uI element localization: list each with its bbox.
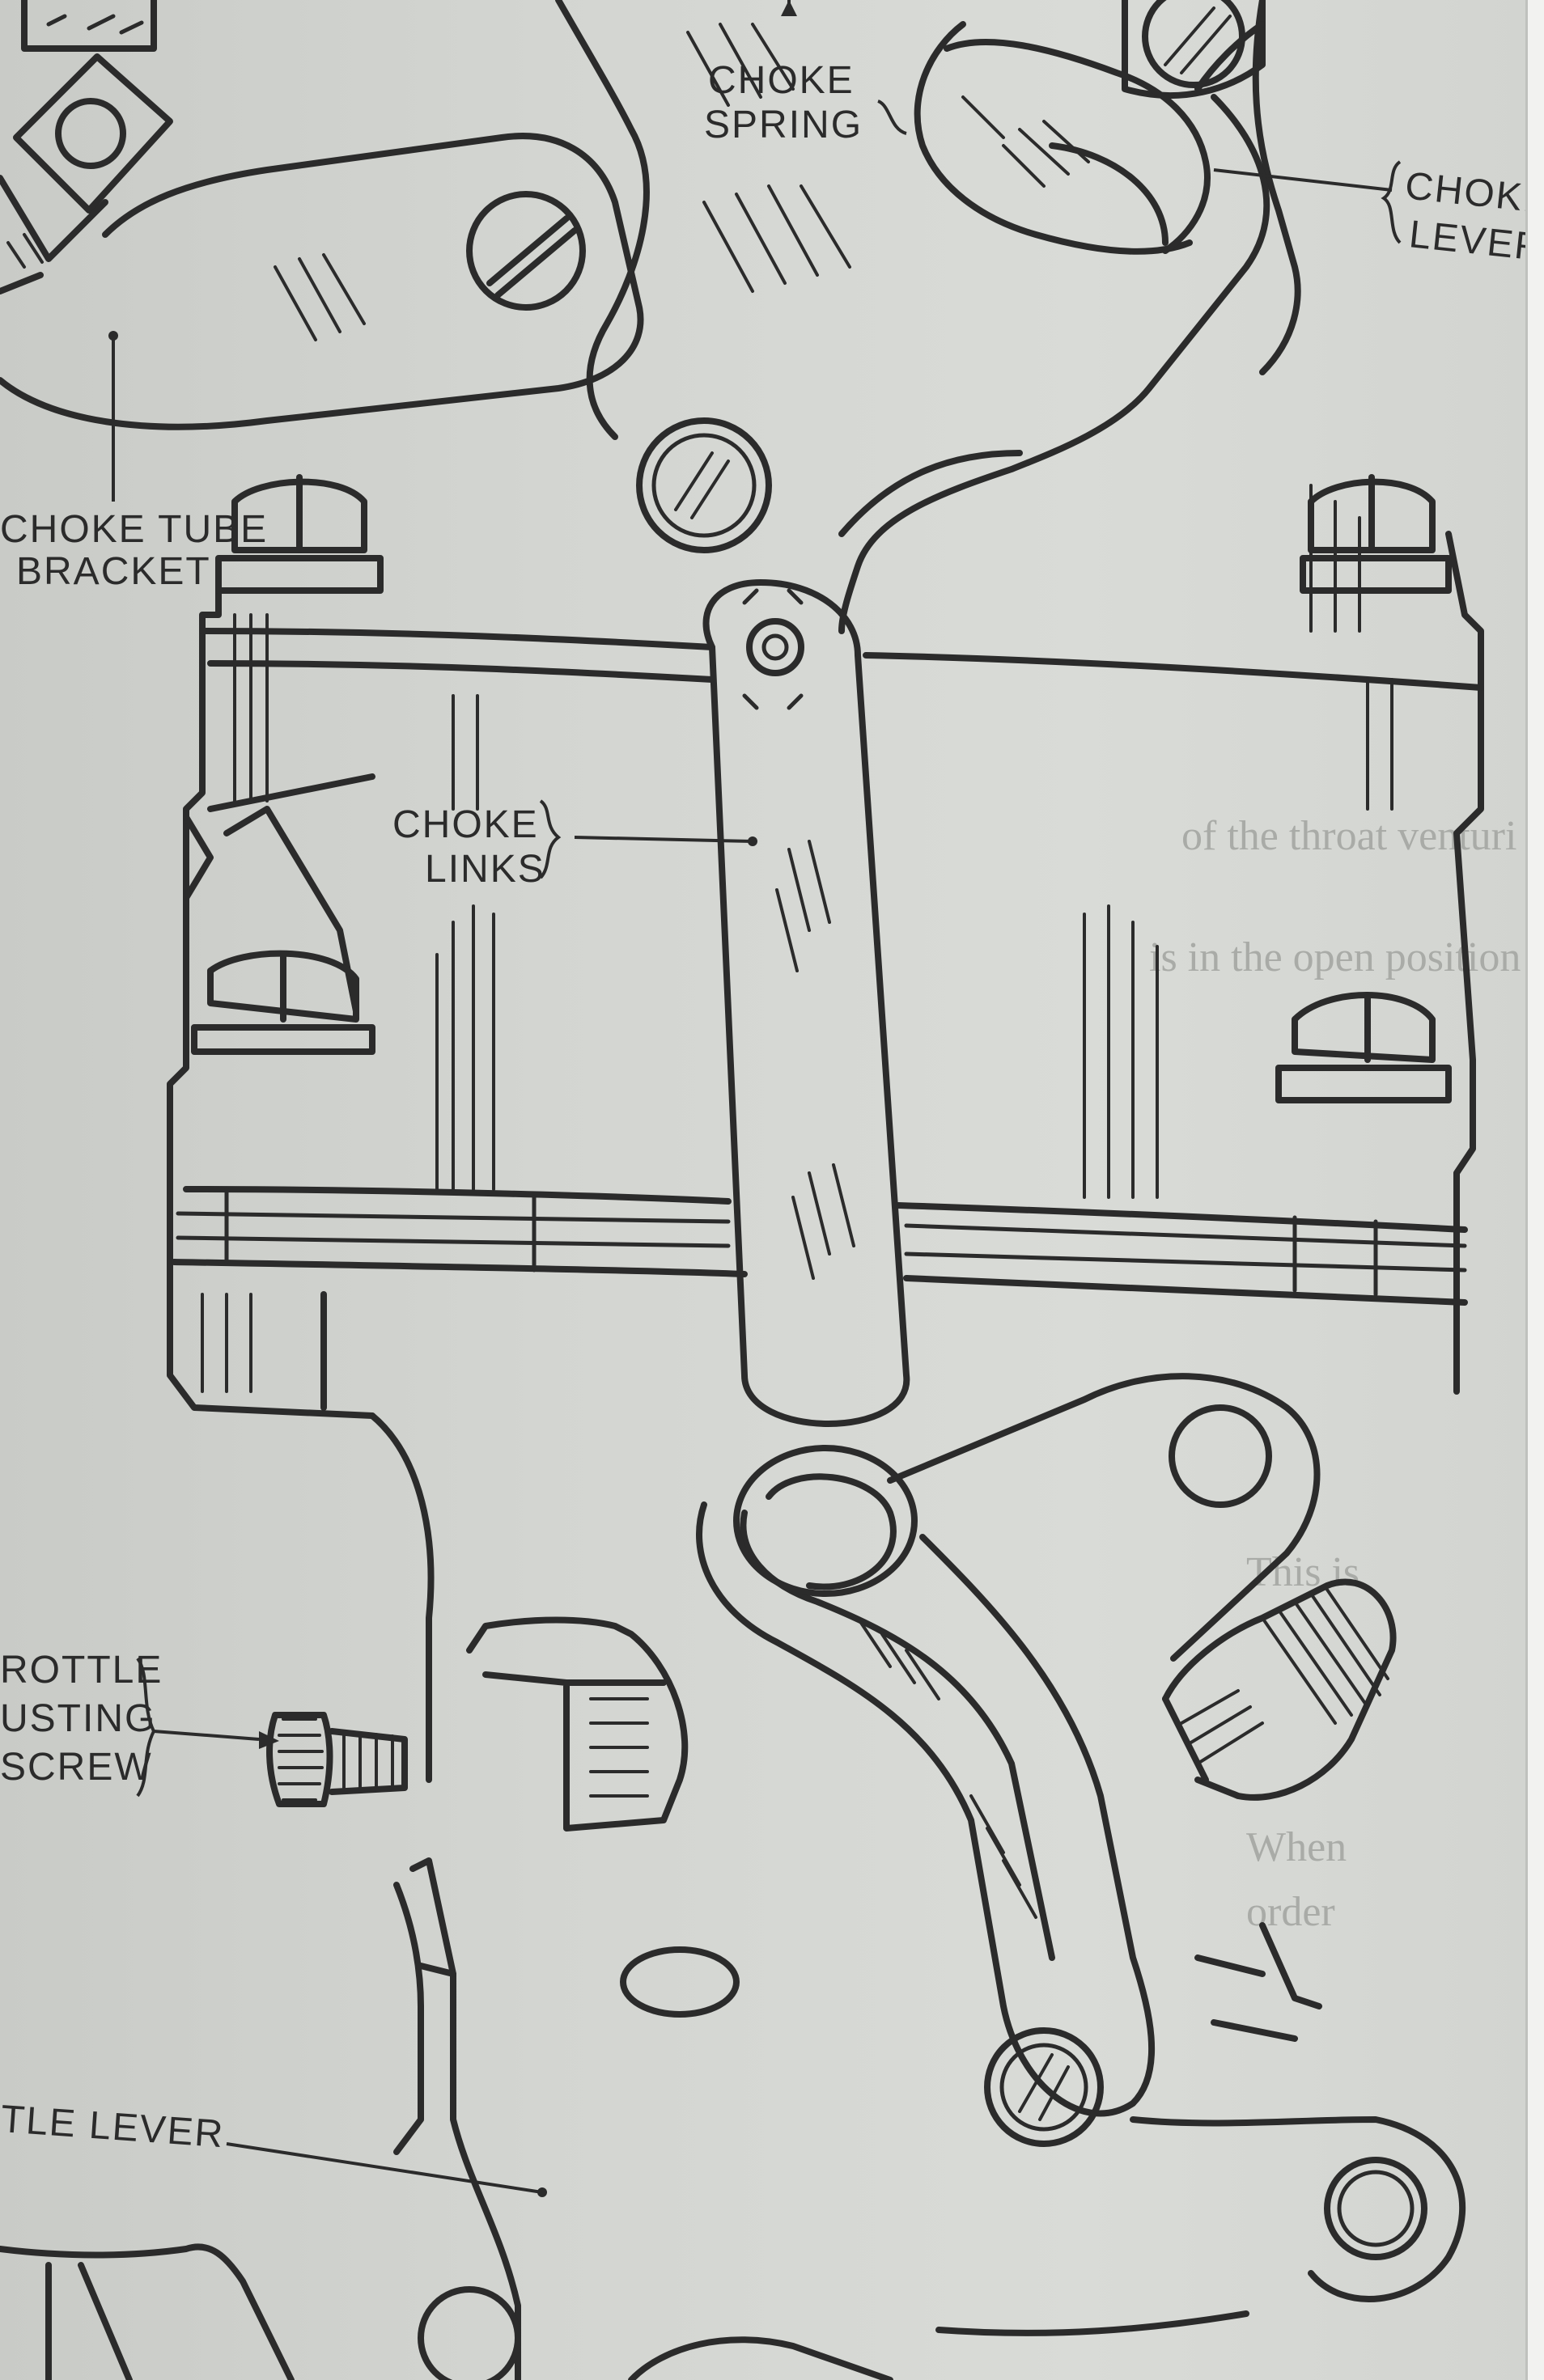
choke-housing	[555, 0, 1301, 553]
choke-lever-part	[838, 21, 1393, 634]
throttle-adjusting-screw-label-line3: SCREW	[0, 1746, 153, 1789]
choke-links-label-line2: LINKS	[425, 848, 545, 891]
choke-lever-label-line2: LEVER	[1407, 213, 1544, 269]
page-edge	[1525, 0, 1544, 2380]
throttle-adjusting-screw-label-line1: ROTTLE	[0, 1649, 163, 1692]
bleed-through-text: of the throat venturi is in the open pos…	[1149, 813, 1521, 1935]
throttle-lever-label: TLE LEVER	[0, 2098, 226, 2156]
choke-links-label-line1: CHOKE	[392, 803, 539, 846]
choke-tube-bracket-part	[0, 0, 644, 502]
bleed-line-5: order	[1246, 1889, 1335, 1935]
choke-tube-bracket-label-line1: CHOKE TUBE	[0, 508, 268, 551]
choke-tube-bracket-label-line2: BRACKET	[16, 550, 211, 593]
bleed-line-4: When	[1246, 1824, 1347, 1870]
top-left-screw	[215, 474, 384, 594]
choke-spring-label-line1: CHOKE	[708, 59, 855, 102]
bleed-line-2: is in the open position	[1149, 934, 1521, 980]
carburetor-body	[167, 484, 1484, 1783]
throttle-adjusting-screw-label-line2: USTING	[0, 1697, 156, 1740]
choke-link-part	[574, 450, 1023, 1427]
choke-spring-label-line2: SPRING	[704, 104, 863, 146]
mid-left-screw	[191, 950, 375, 1055]
throttle-adjusting-screw-part	[153, 1712, 408, 1807]
top-right-screw	[1300, 474, 1452, 594]
mid-right-screw	[1275, 992, 1452, 1103]
throttle-linkage	[0, 1373, 1466, 2380]
